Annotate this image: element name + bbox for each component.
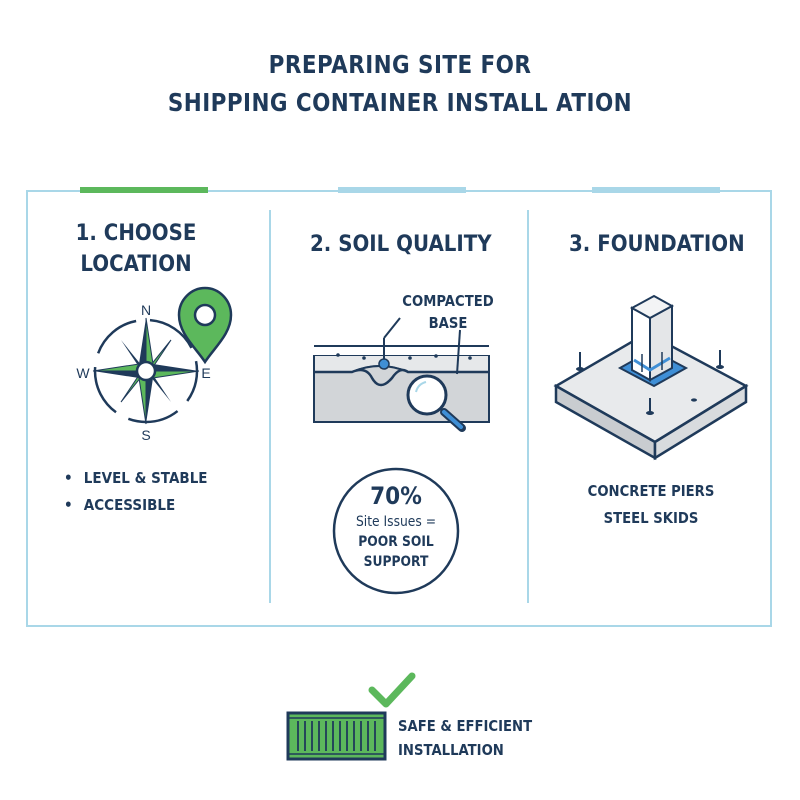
checkmark-icon bbox=[368, 672, 416, 708]
footer-line-1: SAFE & EFFICIENT bbox=[398, 717, 533, 735]
title-line-1: PREPARING SITE FOR bbox=[268, 50, 532, 79]
divider-2 bbox=[527, 210, 529, 603]
soil-cross-section-icon bbox=[312, 317, 491, 423]
magnifier-icon bbox=[406, 374, 466, 432]
concrete-pier-icon bbox=[553, 294, 749, 461]
callout-line-2: BASE bbox=[428, 314, 468, 332]
callout-line-1: COMPACTED bbox=[402, 292, 494, 310]
stat-circle bbox=[332, 467, 460, 595]
footer-text: SAFE & EFFICIENT INSTALLATION bbox=[398, 714, 532, 762]
stat-block: 70% Site Issues = POOR SOIL SUPPORT bbox=[336, 480, 456, 572]
compass-n: N bbox=[141, 302, 151, 318]
compass-w: W bbox=[76, 365, 90, 381]
compacted-base-callout: COMPACTED BASE bbox=[397, 290, 499, 334]
bullet-item: LEVEL & STABLE bbox=[64, 465, 208, 492]
stat-line-3: SUPPORT bbox=[363, 554, 429, 570]
title-line-2: SHIPPING CONTAINER INSTALL ATION bbox=[167, 88, 633, 117]
panel-1-accent bbox=[80, 187, 208, 193]
compass-s: S bbox=[141, 427, 150, 443]
stat-value: 70% bbox=[370, 482, 422, 510]
compass-icon bbox=[92, 317, 200, 425]
shipping-container-icon bbox=[286, 711, 387, 761]
panel-1-heading-line-1: 1. CHOOSE bbox=[75, 221, 197, 246]
page-title: PREPARING SITE FOR SHIPPING CONTAINER IN… bbox=[56, 46, 744, 122]
panel-3-accent bbox=[592, 187, 720, 193]
panel-1-heading: 1. CHOOSE LOCATION bbox=[73, 218, 199, 280]
panel-2-accent bbox=[338, 187, 466, 193]
foundation-types: CONCRETE PIERS STEEL SKIDS bbox=[576, 478, 726, 532]
bullet-item: ACCESSIBLE bbox=[64, 492, 208, 519]
panel-1-heading-line-2: LOCATION bbox=[80, 252, 192, 277]
location-pin-icon bbox=[177, 286, 233, 365]
panel-2-heading: 2. SOIL QUALITY bbox=[310, 232, 492, 257]
compass-e: E bbox=[201, 365, 210, 381]
divider-1 bbox=[269, 210, 271, 603]
panel-3-heading: 3. FOUNDATION bbox=[569, 232, 745, 257]
stat-line-2: POOR SOIL bbox=[358, 534, 434, 550]
footer-line-2: INSTALLATION bbox=[398, 741, 504, 759]
panel-1-bullets: LEVEL & STABLE ACCESSIBLE bbox=[64, 465, 223, 519]
stat-line-1: Site Issues = bbox=[355, 514, 437, 530]
foundation-line-2: STEEL SKIDS bbox=[603, 509, 699, 527]
foundation-line-1: CONCRETE PIERS bbox=[587, 482, 715, 500]
